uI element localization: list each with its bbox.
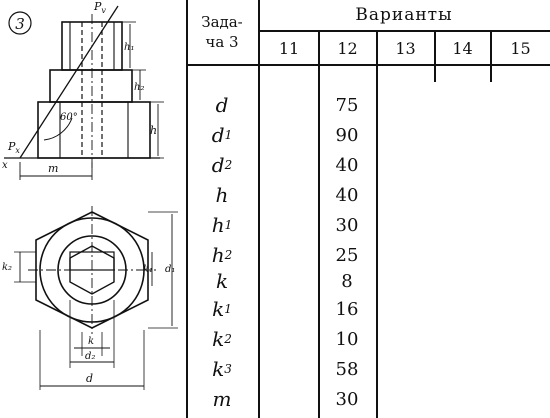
technical-drawing: 3 Pv Px x	[2, 0, 178, 390]
top-view-labels: k₂ k₁ d₁ k d₂ d	[2, 262, 175, 385]
svg-text:Px: Px	[7, 140, 20, 155]
param-row: k	[215, 269, 229, 293]
value-cell: 10	[335, 328, 359, 350]
value-cell: 90	[335, 124, 359, 146]
value-cell: 25	[335, 244, 359, 266]
param-row: m	[212, 387, 232, 411]
param-row: h	[215, 183, 229, 207]
svg-text:h₁: h₁	[124, 42, 134, 53]
task-number: 3	[15, 15, 25, 33]
variants-table: Зада- ча 3 Варианты 11 12 13 14 15 d 75 …	[186, 0, 550, 418]
value-cell: 8	[341, 270, 353, 292]
variants-header: Варианты	[355, 5, 453, 25]
task-number-circle	[8, 11, 32, 35]
svg-text:60°: 60°	[60, 112, 78, 123]
variant-13: 13	[395, 38, 416, 58]
task-header: Зада- ча 3	[201, 13, 243, 51]
svg-text:k: k	[88, 336, 94, 347]
value-cell: 75	[335, 94, 359, 116]
value-cell: 30	[335, 214, 359, 236]
variant-14: 14	[452, 38, 473, 58]
svg-text:d: d	[86, 372, 93, 385]
variant-12: 12	[337, 38, 358, 58]
value-cell: 16	[335, 298, 359, 320]
front-view	[4, 5, 164, 180]
value-cell: 40	[335, 154, 359, 176]
value-cell: 40	[335, 184, 359, 206]
svg-text:m: m	[48, 162, 58, 175]
svg-text:d₁: d₁	[165, 264, 175, 275]
param-row: d	[215, 93, 229, 117]
value-cell: 30	[335, 388, 359, 410]
svg-text:x: x	[2, 160, 8, 171]
svg-text:h: h	[150, 124, 157, 137]
front-view-labels: Pv Px x 60° h₁ h₂ h m	[2, 0, 157, 175]
svg-text:d₂: d₂	[85, 351, 95, 362]
value-cell: 58	[335, 358, 359, 380]
variant-15: 15	[510, 38, 531, 58]
svg-text:k₁: k₁	[143, 264, 153, 275]
svg-text:k₂: k₂	[2, 262, 12, 273]
top-view	[14, 206, 178, 390]
svg-text:Pv: Pv	[93, 0, 106, 15]
svg-text:h₂: h₂	[134, 82, 144, 93]
variant-11: 11	[278, 38, 300, 58]
